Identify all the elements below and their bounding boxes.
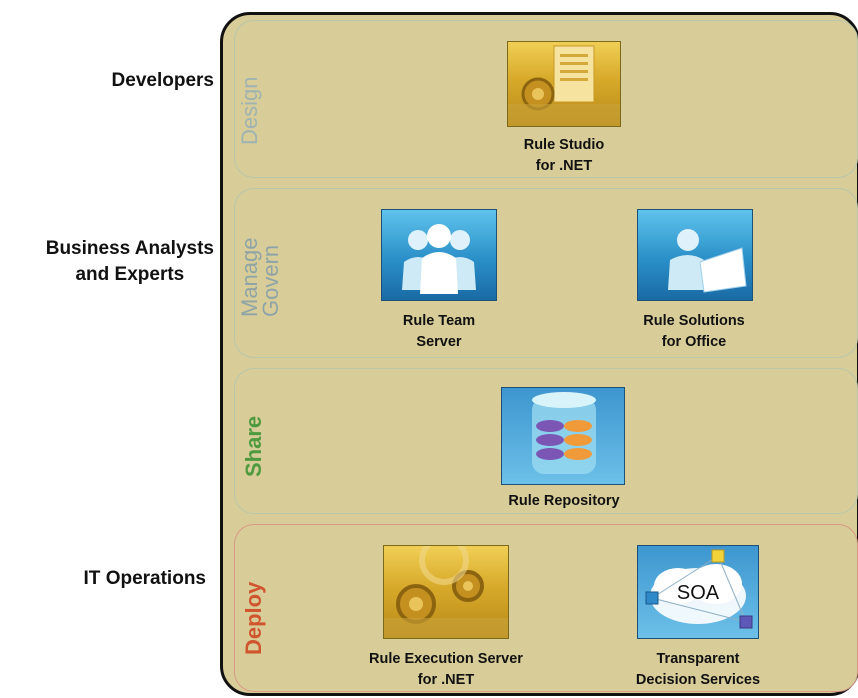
role-it-operations: IT Operations: [83, 568, 206, 589]
transparent-decision-services-icon: SOA: [637, 545, 759, 639]
section-label-share: Share: [241, 415, 266, 477]
rule-team-line1: Rule Team: [402, 313, 476, 329]
section-share: Share Rule Repository: [234, 368, 858, 514]
rule-studio-line1: Rule Studio: [523, 137, 605, 153]
rule-solutions-office-caption: Rule Solutions for Office: [594, 311, 794, 353]
role-business-line2: and Experts: [75, 264, 185, 285]
section-manage-govern: Manage Govern Rule Team Server Rule Solu…: [234, 188, 858, 358]
transparent-line1: Transparent: [656, 651, 740, 667]
rule-execution-server-icon: [383, 535, 509, 639]
rule-repository-caption: Rule Repository: [508, 493, 620, 509]
rule-execution-server-caption: Rule Execution Server for .NET: [346, 649, 546, 691]
rule-solutions-office-icon: [637, 209, 753, 301]
transparent-decision-services-caption: Transparent Decision Services: [598, 649, 798, 691]
rule-studio-caption: Rule Studio for .NET: [464, 135, 664, 177]
rule-execution-line1: Rule Execution Server: [369, 651, 523, 667]
rule-team-line2: Server: [416, 334, 462, 350]
rule-team-server-icon: [381, 209, 497, 301]
transparent-line2: Decision Services: [635, 672, 761, 688]
role-business-analysts: Business Analysts and Experts: [46, 236, 214, 288]
rule-solutions-line2: for Office: [661, 334, 727, 350]
section-label-govern: Govern: [258, 244, 283, 317]
section-design: Design Rule Studio for .NET: [234, 20, 858, 178]
rule-studio-line2: for .NET: [535, 158, 593, 174]
section-label-manage: Manage: [237, 237, 262, 317]
rule-repository-icon: [501, 387, 625, 485]
role-business-line1: Business Analysts: [45, 238, 214, 259]
rule-execution-line2: for .NET: [417, 672, 475, 688]
section-label-design: Design: [237, 76, 262, 145]
role-developers: Developers: [111, 70, 214, 91]
rule-team-server-caption: Rule Team Server: [339, 311, 539, 353]
section-label-manage-govern: Manage Govern: [237, 237, 283, 317]
rule-solutions-line1: Rule Solutions: [643, 313, 745, 329]
soa-label: SOA: [676, 582, 720, 604]
section-label-deploy: Deploy: [241, 581, 266, 655]
section-deploy: Deploy Rule Execution Server for .NET SO…: [234, 524, 858, 692]
rule-studio-icon: [507, 41, 621, 127]
